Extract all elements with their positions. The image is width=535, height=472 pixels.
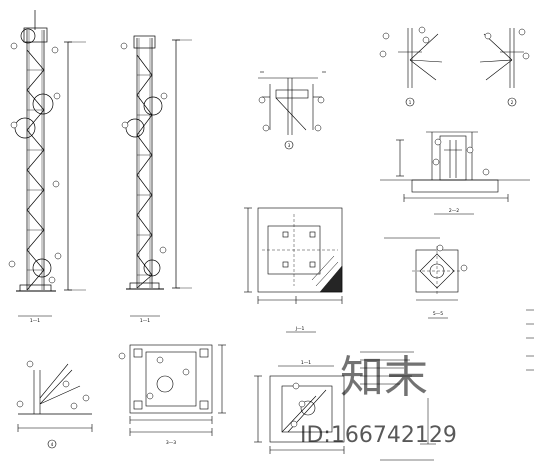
detail-1-callouts [379, 26, 430, 58]
detail-1-view [398, 28, 443, 107]
view-label-base-detail-plan: 3—3 [166, 440, 176, 446]
plate-section-callouts [258, 96, 325, 132]
detail-3-callouts [16, 360, 90, 410]
detail-3-view [17, 363, 93, 449]
view-label-anchor-section: 5—5 [433, 311, 443, 317]
watermark-id: ID:166742129 [300, 423, 457, 448]
detail-2-callouts [484, 28, 530, 60]
base-detail-plan-view [129, 344, 226, 436]
watermark-logo: 知末 [340, 352, 428, 403]
detail-number-4: 4 [51, 442, 54, 447]
notes-column [360, 309, 534, 461]
view-label-elevation-1: 1—1 [30, 318, 40, 324]
tower-elevation-2 [125, 35, 192, 317]
view-label-bottom-section: 1—1 [301, 360, 311, 366]
column-section-callouts [432, 138, 490, 176]
detail-2-view [479, 28, 524, 107]
view-label-base-plan: J—1 [295, 326, 305, 332]
view-label-column-section: 2—2 [449, 208, 459, 214]
detail-number-1: 1 [409, 100, 412, 105]
detail-number-3: 3 [288, 143, 291, 148]
base-plan-hatch [311, 255, 343, 293]
base-plan-view [244, 207, 343, 333]
tower-2-callouts [120, 42, 168, 254]
detail-number-2: 2 [511, 100, 514, 105]
column-section-view [380, 131, 530, 215]
base-detail-plan-callouts [118, 352, 190, 400]
view-label-elevation-2: 1—1 [140, 318, 150, 324]
bottom-section-callouts [290, 382, 306, 428]
tower-1-callouts [8, 42, 62, 284]
tower-elevation-1 [14, 10, 86, 317]
anchor-section-callouts [436, 244, 468, 272]
anchor-section-view [384, 237, 462, 319]
plate-section-view [258, 71, 326, 150]
